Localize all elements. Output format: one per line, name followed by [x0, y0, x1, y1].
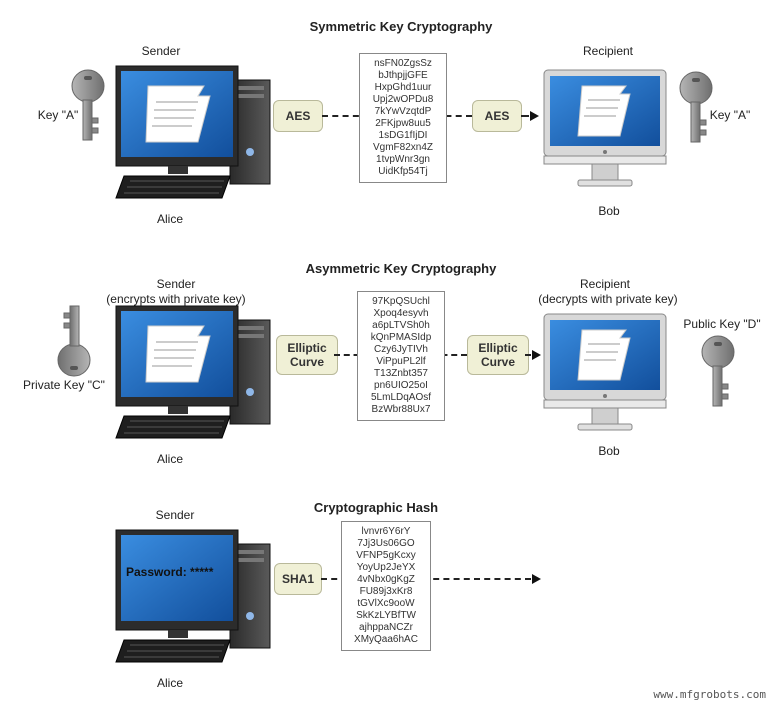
- hash-line: 7Jj3Us06GO: [357, 538, 415, 549]
- key-icon: [71, 69, 105, 141]
- ciphertext-line: ViPpuPL2lf: [376, 356, 426, 367]
- recipient-name: Bob: [598, 444, 620, 458]
- algorithm-box-sender: SHA1: [274, 563, 322, 595]
- password-screen-text: Password: *****: [126, 565, 214, 579]
- transfer-line: [525, 354, 531, 356]
- arrow-head-icon: [532, 574, 541, 584]
- hash-line: VFNP5gKcxy: [356, 550, 416, 561]
- key-icon: [679, 71, 713, 143]
- ciphertext-line: 5LmLDqAOsf: [370, 392, 432, 403]
- watermark: www.mfgrobots.com: [653, 688, 766, 701]
- sender-name: Alice: [156, 212, 183, 226]
- section-title-hash: Cryptographic Hash: [313, 500, 439, 515]
- desktop-computer-icon: [115, 529, 271, 663]
- ciphertext-line: 7kYwVzqtdP: [374, 106, 432, 117]
- ciphertext-line: UidKfp54Tj: [378, 166, 428, 177]
- algorithm-box-sender: Elliptic Curve: [276, 335, 338, 375]
- key-icon: [701, 335, 735, 407]
- hash-line: YoyUp2JeYX: [356, 562, 416, 573]
- recipient-key-label: Public Key "D": [683, 317, 761, 331]
- hash-line: ajhppaNCZr: [359, 622, 413, 633]
- hash-line: SkKzLYBfTW: [356, 610, 416, 621]
- desktop-computer-icon: [115, 305, 271, 439]
- section-title-asymmetric: Asymmetric Key Cryptography: [305, 261, 497, 276]
- algorithm-box-recipient: Elliptic Curve: [467, 335, 529, 375]
- sender-name: Alice: [156, 452, 183, 466]
- ciphertext-line: kQnPMASIdp: [370, 332, 432, 343]
- recipient-label: Recipient: [579, 277, 631, 291]
- recipient-sub-label: (decrypts with private key): [538, 292, 678, 306]
- hash-line: XMyQaa6hAC: [354, 634, 418, 645]
- ciphertext-line: 1sDG1fIjDI: [378, 130, 428, 141]
- algorithm-box-recipient: AES: [472, 100, 522, 132]
- sender-key-label: Key "A": [37, 108, 79, 122]
- hash-line: lvnvr6Y6rY: [361, 526, 411, 537]
- hash-output-box: lvnvr6Y6rY 7Jj3Us06GO VFNP5gKcxy YoyUp2J…: [341, 521, 431, 651]
- transfer-line: [521, 115, 529, 117]
- sender-label: Sender: [141, 44, 181, 58]
- recipient-key-label: Key "A": [709, 108, 751, 122]
- ciphertext-line: HxpGhd1uur: [374, 82, 432, 93]
- monitor-icon: [543, 69, 667, 187]
- ciphertext-line: VgmF82xn4Z: [372, 142, 434, 153]
- key-icon: [57, 305, 91, 377]
- arrow-head-icon: [530, 111, 539, 121]
- arrow-head-icon: [532, 350, 541, 360]
- ciphertext-line: Upj2wOPDu8: [372, 94, 434, 105]
- ciphertext-line: Xpoq4esyvh: [373, 308, 429, 319]
- ciphertext-line: a6pLTVSh0h: [372, 320, 430, 331]
- ciphertext-line: Czy6JyTIVh: [374, 344, 428, 355]
- ciphertext-box: 97KpQSUchl Xpoq4esyvh a6pLTVSh0h kQnPMAS…: [357, 291, 445, 421]
- recipient-name: Bob: [598, 204, 620, 218]
- ciphertext-line: 2FKjpw8uu5: [375, 118, 431, 129]
- sender-name: Alice: [156, 676, 183, 690]
- hash-line: 4vNbx0gKgZ: [357, 574, 415, 585]
- ciphertext-line: T13Znbt357: [374, 368, 428, 379]
- sender-key-label: Private Key "C": [23, 378, 105, 392]
- section-title-symmetric: Symmetric Key Cryptography: [309, 19, 493, 34]
- sender-sub-label: (encrypts with private key): [106, 292, 246, 306]
- sender-label: Sender: [155, 508, 195, 522]
- ciphertext-line: bJthpjjGFE: [378, 70, 428, 81]
- sender-label: Sender: [156, 277, 196, 291]
- monitor-icon: [543, 313, 667, 431]
- algorithm-box-sender: AES: [273, 100, 323, 132]
- ciphertext-line: BzWbr88Ux7: [371, 404, 431, 415]
- ciphertext-box: nsFN0ZgsSz bJthpjjGFE HxpGhd1uur Upj2wOP…: [359, 53, 447, 183]
- recipient-label: Recipient: [582, 44, 634, 58]
- ciphertext-line: nsFN0ZgsSz: [374, 58, 432, 69]
- hash-line: tGVlXc9ooW: [357, 598, 415, 609]
- desktop-computer-icon: [115, 65, 271, 199]
- ciphertext-line: 97KpQSUchl: [372, 296, 430, 307]
- ciphertext-line: pn6UIO25oI: [374, 380, 428, 391]
- ciphertext-line: 1tvpWnr3gn: [376, 154, 430, 165]
- hash-line: FU89j3xKr8: [359, 586, 413, 597]
